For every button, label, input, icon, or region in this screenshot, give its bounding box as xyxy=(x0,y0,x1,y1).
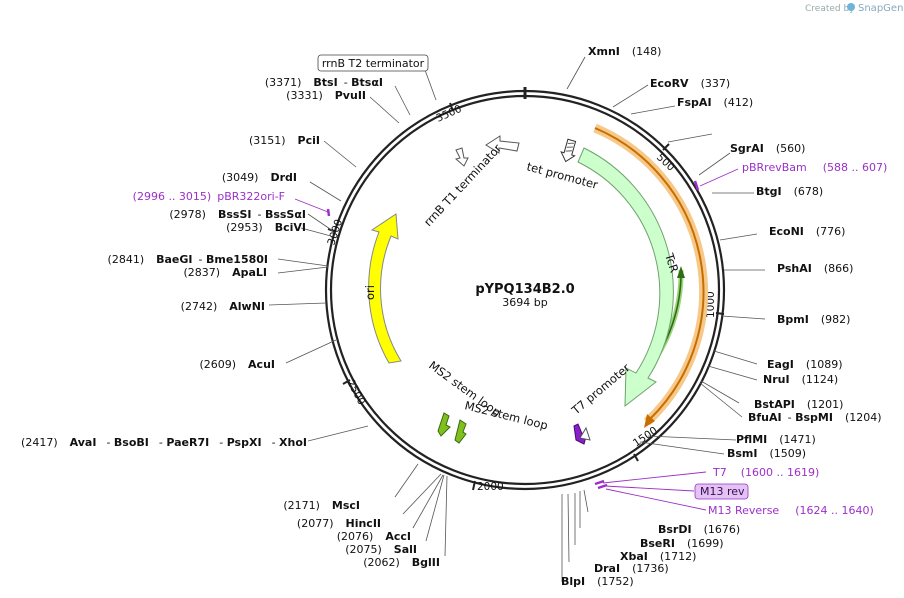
primer-leader-lines xyxy=(294,168,739,511)
site-bsmi[interactable]: BsmI(1509) xyxy=(727,447,806,460)
rrnb-t2-arrow[interactable] xyxy=(485,135,520,154)
orf-arc xyxy=(594,127,705,420)
primer-pbrrevbam[interactable]: pBRrevBam(588 .. 607) xyxy=(742,161,887,174)
site-fspai[interactable]: FspAI(412) xyxy=(677,96,753,109)
site-pcii[interactable]: (3151)PciI xyxy=(249,134,320,147)
rrnb-t1-arrow[interactable] xyxy=(454,147,469,167)
site-msci[interactable]: (2171)MscI xyxy=(283,499,360,512)
site-baegi-bme1580i[interactable]: (2841)BaeGI- Bme1580I xyxy=(108,253,268,266)
site-acui[interactable]: (2609)AcuI xyxy=(199,358,275,371)
ruler-tick-1500 xyxy=(633,453,639,462)
site-bfuai-bspmi[interactable]: BfuAI- BspMI(1204) xyxy=(748,411,882,424)
primer-mark-t7 xyxy=(594,479,605,486)
ms2-stem-loop-label-b[interactable]: MS2 stem loop xyxy=(463,398,549,432)
site-bseri[interactable]: BseRI(1699) xyxy=(640,537,724,550)
watermark-prefix: Created by xyxy=(805,4,855,14)
site-btsi[interactable]: (3371)BtsI- BtsαI xyxy=(265,76,383,89)
primer-m13-rev-box xyxy=(694,483,749,500)
site-sgrai[interactable]: SgrAI(560) xyxy=(730,142,805,155)
primer-mark-pbrrevbam xyxy=(693,180,700,191)
ruler-label-2500: 2500 xyxy=(344,378,367,407)
orf-arrowhead xyxy=(644,414,655,428)
site-bstapi[interactable]: BstAPI(1201) xyxy=(754,398,843,411)
ruler-tick-2500 xyxy=(342,379,351,385)
site-pflmi[interactable]: PflMI(1471) xyxy=(736,433,816,446)
ori-feature-arrow[interactable] xyxy=(368,213,402,364)
primer-pbr322ori-f[interactable]: (2996 .. 3015)pBR322ori-F xyxy=(133,190,285,203)
ruler-tick-1000 xyxy=(715,312,725,315)
site-econi[interactable]: EcoNI(776) xyxy=(769,225,845,238)
primer-mark-m13 xyxy=(597,483,608,490)
ruler-tick-3500 xyxy=(449,102,454,112)
ruler-label-3500: 3500 xyxy=(434,103,463,125)
watermark-brand: SnapGene xyxy=(858,3,904,14)
site-sali[interactable]: (2075)SalI xyxy=(345,543,417,556)
primer-t7[interactable]: T7(1600 .. 1619) xyxy=(712,466,819,479)
site-pvuii[interactable]: (3331)PvuII xyxy=(286,89,366,102)
site-labels-right: XmnI(148) EcoRV(337) FspAI(412) SgrAI(56… xyxy=(561,45,882,588)
snapgene-logo-icon xyxy=(847,3,855,11)
site-eagi[interactable]: EagI(1089) xyxy=(767,358,842,371)
ruler-label-1500: 1500 xyxy=(631,425,660,450)
site-alwni[interactable]: (2742)AlwNI xyxy=(181,300,265,313)
tcr-feature-arrow[interactable] xyxy=(577,147,674,408)
primer-m13-rev[interactable]: M13 rev xyxy=(700,485,745,498)
leader-lines xyxy=(268,56,766,582)
site-drai[interactable]: DraI(1736) xyxy=(594,562,669,575)
primer-mark-pbr322ori xyxy=(326,208,331,217)
tcr-label[interactable]: TcR xyxy=(662,251,682,275)
site-drdi[interactable]: (3049)DrdI xyxy=(222,171,297,184)
site-xbai[interactable]: XbaI(1712) xyxy=(620,550,696,563)
primer-labels: pBRrevBam(588 .. 607) T7(1600 .. 1619) M… xyxy=(133,161,888,517)
ms2-stem-loop-a[interactable] xyxy=(437,412,451,437)
site-bsssi[interactable]: (2978)BssSI- BssSαI xyxy=(169,208,306,221)
tcr-orf-arrowhead xyxy=(677,266,685,278)
ori-label[interactable]: ori xyxy=(363,285,377,300)
tet-promoter-arrow[interactable] xyxy=(559,138,579,163)
site-hincii[interactable]: (2077)HincII xyxy=(297,517,381,530)
primer-m13-reverse[interactable]: M13 Reverse(1624 .. 1640) xyxy=(708,504,874,517)
ruler-tick-2000 xyxy=(472,480,476,491)
site-acci[interactable]: (2076)AccI xyxy=(337,530,411,543)
site-ecorv[interactable]: EcoRV(337) xyxy=(650,77,730,90)
site-bcivi[interactable]: (2953)BciVI xyxy=(226,221,306,234)
site-labels-left: (2062)BglII (2075)SalI (2076)AccI (2077)… xyxy=(21,76,440,569)
rrnb-t2-label[interactable]: rrnB T2 terminator xyxy=(322,57,425,70)
site-bpmi[interactable]: BpmI(982) xyxy=(777,313,850,326)
site-btgi[interactable]: BtgI(678) xyxy=(756,185,823,198)
site-bsrdi[interactable]: BsrDI(1676) xyxy=(658,523,740,536)
site-apali[interactable]: (2837)ApaLI xyxy=(184,266,268,279)
plasmid-name: pYPQ134B2.0 xyxy=(475,282,574,297)
t7-promoter-outline xyxy=(579,426,591,441)
site-nrui[interactable]: NruI(1124) xyxy=(763,373,838,386)
ms2-stem-loop-b[interactable] xyxy=(454,419,467,444)
ruler-label-2000: 2000 xyxy=(477,481,504,493)
site-blpi[interactable]: BlpI(1752) xyxy=(561,575,634,588)
t7-promoter-label[interactable]: T7 promoter xyxy=(568,361,633,418)
rrnb-t2-label-box xyxy=(317,54,429,72)
site-pshai[interactable]: PshAI(866) xyxy=(777,262,853,275)
ruler-label-3000: 3000 xyxy=(325,218,345,247)
site-xmni[interactable]: XmnI(148) xyxy=(588,45,661,58)
site-avai-group[interactable]: (2417)AvaI- BsoBI- PaeR7I- PspXI- XhoI xyxy=(21,436,307,449)
ruler-tick-500 xyxy=(662,143,670,151)
plasmid-length: 3694 bp xyxy=(502,296,547,309)
site-bglii[interactable]: (2062)BglII xyxy=(363,556,440,569)
